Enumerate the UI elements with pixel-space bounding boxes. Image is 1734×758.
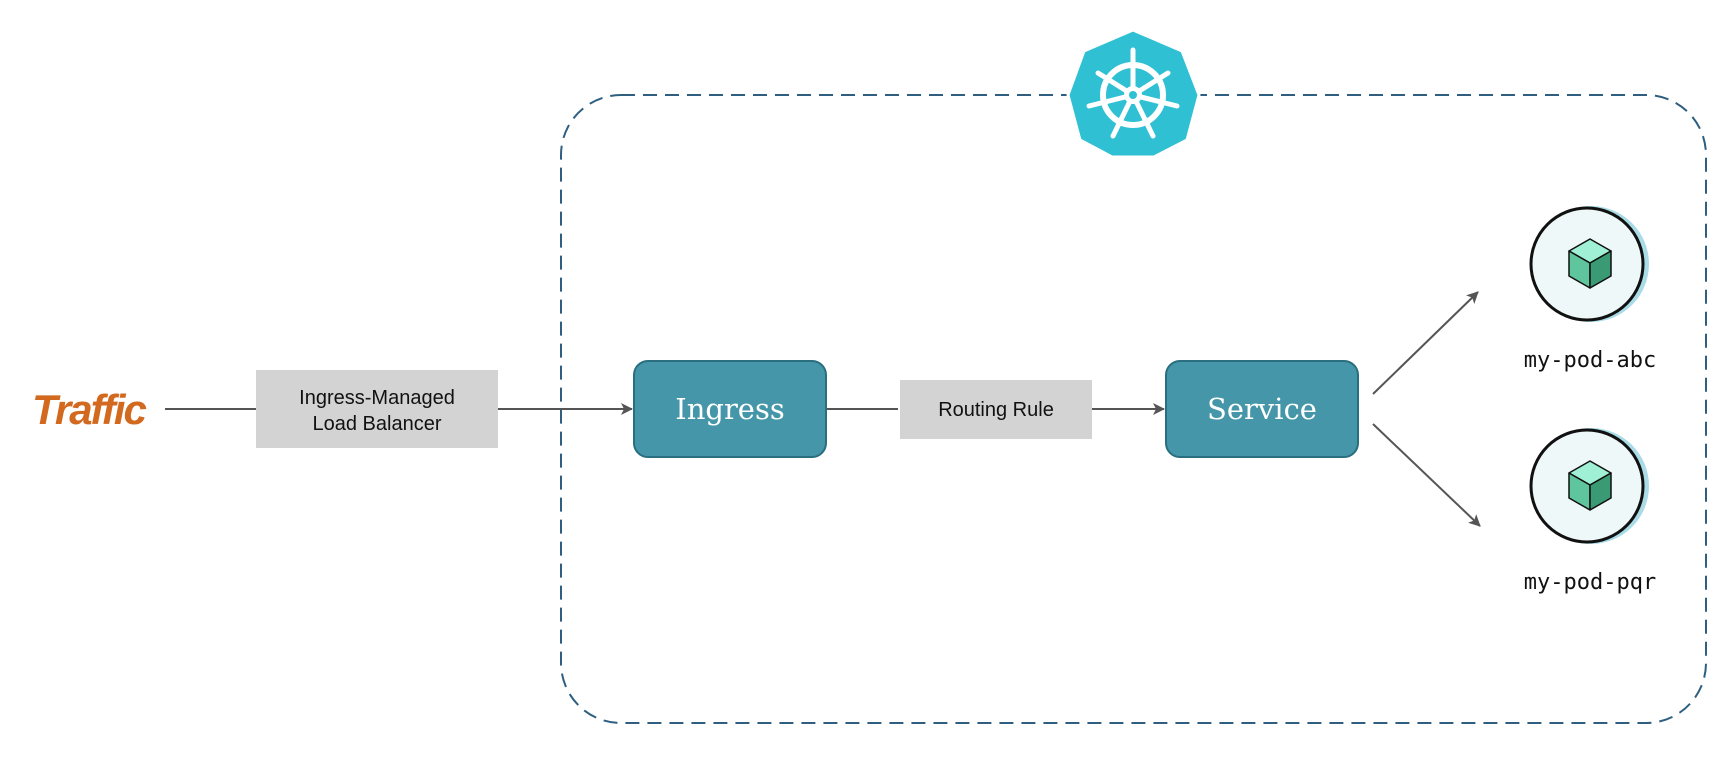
service-box xyxy=(1165,360,1359,458)
ingress-box xyxy=(633,360,827,458)
load-balancer-box xyxy=(256,370,498,448)
ingress-label: Ingress xyxy=(675,392,785,426)
traffic-label: Traffic xyxy=(32,386,146,433)
pod-pqr-icon xyxy=(1529,428,1649,544)
service-to-pod-pqr-arrow xyxy=(1372,423,1481,527)
routing-rule-box xyxy=(900,380,1092,439)
pod-abc-label: my-pod-abc xyxy=(1524,348,1656,373)
service-to-pod-abc-arrow xyxy=(1372,291,1479,395)
pod-abc-icon xyxy=(1529,206,1649,322)
load-balancer-label-line2: Load Balancer xyxy=(313,413,442,435)
routing-rule-label: Routing Rule xyxy=(938,399,1054,421)
kubernetes-helm-icon xyxy=(1066,28,1201,159)
pod-pqr-label: my-pod-pqr xyxy=(1524,570,1656,595)
load-balancer-label-line1: Ingress-Managed xyxy=(299,387,455,409)
service-label: Service xyxy=(1207,392,1317,426)
